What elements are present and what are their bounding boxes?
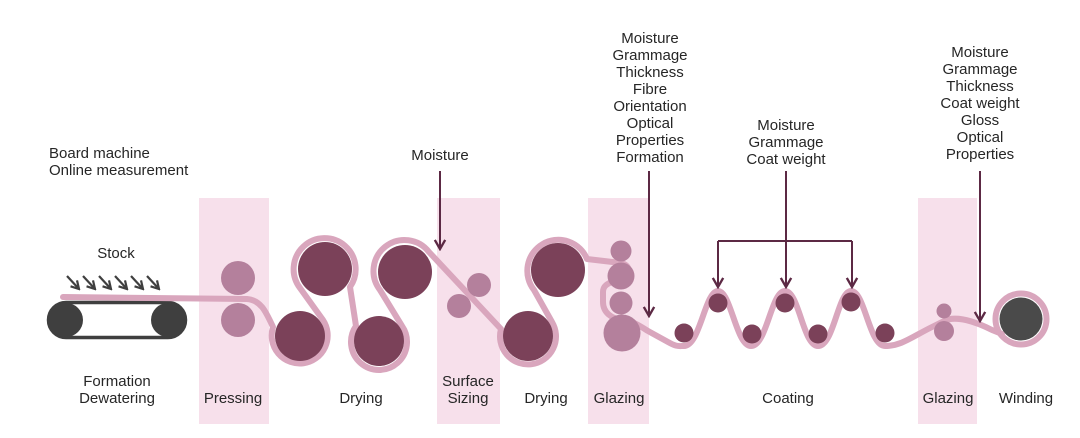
- press-rolls: [221, 261, 255, 337]
- coating-roll: [708, 293, 728, 313]
- size-press-roll: [447, 294, 471, 318]
- annotation-line: Properties: [945, 146, 1015, 163]
- annotation-line: Optical: [956, 129, 1004, 146]
- dryer-cylinder: [503, 311, 553, 361]
- stage-label-glazing-1: Glazing: [593, 390, 645, 407]
- calender-roll: [936, 303, 952, 319]
- stock-label: Stock: [97, 245, 135, 262]
- calender-stack-2: [934, 303, 954, 341]
- winding-reel: [999, 297, 1043, 341]
- stage-label-surface-sizing: Surface Sizing: [442, 373, 494, 407]
- calender-roll: [607, 262, 635, 290]
- annotation-after-glazing-1: Moisture Grammage Thickness Fibre Orient…: [612, 30, 687, 166]
- coating-roll: [775, 293, 795, 313]
- dryer-cylinder: [275, 311, 325, 361]
- press-roll-bottom: [221, 303, 255, 337]
- stock-arrow-icon: [82, 275, 95, 289]
- stage-label-line: Sizing: [447, 390, 489, 407]
- annotation-before-winding: Moisture Grammage Thickness Coat weight …: [940, 44, 1019, 163]
- stage-label-winding: Winding: [998, 390, 1054, 407]
- stock-arrow-icon: [98, 275, 111, 289]
- annotation-moisture-after-drying: Moisture: [411, 147, 469, 164]
- stock-flow-arrows: [66, 275, 159, 289]
- stage-label-drying-1: Drying: [339, 390, 383, 407]
- forming-belt: [46, 300, 188, 340]
- coating-roll: [674, 323, 694, 343]
- dryer-cylinders: [275, 242, 585, 366]
- stage-label-coating: Coating: [762, 390, 814, 407]
- coating-roll: [742, 324, 762, 344]
- stage-label-line: Formation: [83, 373, 151, 390]
- dryer-cylinder: [531, 243, 585, 297]
- stage-label-line: Surface: [442, 373, 494, 390]
- belt-roll-right: [151, 303, 185, 337]
- stage-label-formation: Formation Dewatering: [79, 373, 155, 407]
- winding-web-wrap: [992, 290, 1050, 348]
- calender-roll: [934, 321, 954, 341]
- dryer-cylinder: [354, 316, 404, 366]
- annotation-line: Gloss: [960, 112, 1000, 129]
- stock-arrow-icon: [114, 275, 127, 289]
- annotation-line: Grammage: [748, 134, 824, 151]
- measurement-arrows: [440, 171, 980, 321]
- annotation-line: Optical: [626, 115, 674, 132]
- annotation-line: Moisture: [951, 44, 1009, 61]
- coating-roll: [841, 292, 861, 312]
- stock-arrow-icon: [66, 275, 79, 289]
- annotation-line: Orientation: [613, 98, 687, 115]
- annotation-line: Properties: [615, 132, 685, 149]
- annotation-line: Moisture: [757, 117, 815, 134]
- annotation-line: Grammage: [612, 47, 688, 64]
- coating-roll: [808, 324, 828, 344]
- diagram-title-line: Board machine: [49, 145, 150, 162]
- calender-roll: [609, 291, 633, 315]
- coating-arrow-bracket: [718, 171, 852, 287]
- annotation-line: Formation: [616, 149, 684, 166]
- stage-label-glazing-2: Glazing: [922, 390, 974, 407]
- coating-roll: [875, 323, 895, 343]
- annotation-line: Grammage: [942, 61, 1018, 78]
- calender-roll: [610, 240, 632, 262]
- size-press-rolls: [447, 273, 491, 318]
- dryer-cylinder: [378, 245, 432, 299]
- diagram-title-line: Online measurement: [49, 162, 189, 179]
- annotation-line: Coat weight: [940, 95, 1020, 112]
- stage-label-line: Dewatering: [79, 390, 155, 407]
- stock-arrow-icon: [146, 275, 159, 289]
- diagram-title: Board machine Online measurement: [49, 145, 188, 179]
- annotation-line: Thickness: [946, 78, 1014, 95]
- calender-stack-1: [603, 240, 641, 352]
- annotation-line: Moisture: [621, 30, 679, 47]
- belt-roll-left: [49, 303, 83, 337]
- press-roll-top: [221, 261, 255, 295]
- size-press-roll: [467, 273, 491, 297]
- annotation-line: Thickness: [616, 64, 684, 81]
- calender-roll: [603, 314, 641, 352]
- stage-label-pressing: Pressing: [203, 390, 263, 407]
- annotation-line: Coat weight: [746, 151, 826, 168]
- annotation-line: Fibre: [632, 81, 668, 98]
- annotation-coating-measurements: Moisture Grammage Coat weight: [746, 117, 825, 168]
- annotation-line: Moisture: [411, 147, 469, 164]
- coating-rolls: [674, 292, 895, 344]
- belt-loop: [46, 300, 188, 340]
- stage-label-drying-2: Drying: [524, 390, 568, 407]
- dryer-cylinder: [298, 242, 352, 296]
- stock-arrow-icon: [130, 275, 143, 289]
